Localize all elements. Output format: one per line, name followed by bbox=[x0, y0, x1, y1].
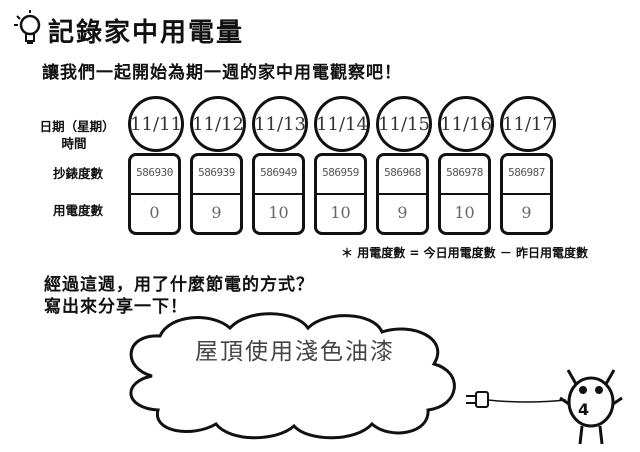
date-circle: 11/12 bbox=[190, 96, 246, 152]
answer-text: 屋頂使用淺色油漆 bbox=[195, 339, 395, 365]
date-row-label: 日期（星期）時間 bbox=[39, 119, 109, 151]
plug-icon bbox=[466, 391, 566, 408]
meter-reading: 586968 bbox=[384, 166, 421, 179]
reading-box: 586978 10 bbox=[438, 153, 491, 235]
meter-reading: 586939 bbox=[198, 166, 235, 179]
reading-box: 586987 9 bbox=[500, 153, 553, 235]
mascot-character bbox=[559, 369, 623, 445]
meter-row-label: 抄錶度數 bbox=[52, 166, 103, 181]
reading-box: 586930 0 bbox=[128, 153, 181, 235]
lightbulb-icon bbox=[14, 10, 41, 44]
usage-value: 0 bbox=[149, 203, 160, 222]
meter-reading: 586978 bbox=[446, 166, 483, 179]
usage-value: 9 bbox=[397, 203, 408, 222]
day-column: 11/11 586930 0 bbox=[128, 96, 184, 266]
day-column: 11/16 586978 10 bbox=[438, 96, 494, 266]
usage-row-label: 用電度數 bbox=[52, 203, 103, 218]
page-title: 記錄家中用電量 bbox=[48, 18, 245, 48]
day-column: 11/13 586949 10 bbox=[252, 96, 308, 266]
cloud-bubble bbox=[129, 312, 456, 440]
meter-reading: 586959 bbox=[322, 166, 359, 179]
date-circle: 11/14 bbox=[314, 96, 370, 152]
question-line-1: 經過這週，用了什麼節電的方式？ bbox=[44, 275, 314, 295]
date-circle: 11/11 bbox=[128, 96, 184, 152]
date-circle: 11/15 bbox=[376, 96, 432, 152]
usage-value: 9 bbox=[211, 203, 222, 222]
reading-box: 586959 10 bbox=[314, 153, 367, 235]
usage-value: 10 bbox=[330, 203, 351, 222]
day-column: 11/14 586959 10 bbox=[314, 96, 370, 266]
meter-reading: 586987 bbox=[508, 166, 545, 179]
date-circle: 11/17 bbox=[500, 96, 556, 152]
meter-reading: 586949 bbox=[260, 166, 297, 179]
usage-value: 10 bbox=[268, 203, 289, 222]
date-circle: 11/13 bbox=[252, 96, 308, 152]
day-column: 11/15 586968 9 bbox=[376, 96, 432, 266]
question-line-2: 寫出來分享一下！ bbox=[44, 297, 188, 317]
reading-box: 586949 10 bbox=[252, 153, 305, 235]
reading-box: 586939 9 bbox=[190, 153, 243, 235]
reading-box: 586968 9 bbox=[376, 153, 429, 235]
usage-value: 10 bbox=[454, 203, 475, 222]
day-column: 11/17 586987 9 bbox=[500, 96, 556, 266]
usage-value: 9 bbox=[521, 203, 532, 222]
date-circle: 11/16 bbox=[438, 96, 494, 152]
meter-reading: 586930 bbox=[136, 166, 173, 179]
mascot-number: 4 bbox=[578, 400, 590, 419]
day-column: 11/12 586939 9 bbox=[190, 96, 246, 266]
intro-text: 讓我們一起開始為期一週的家中用電觀察吧！ bbox=[42, 63, 402, 83]
formula-note: ＊ 用電度數 = 今日用電度數 － 昨日用電度數 bbox=[341, 246, 588, 260]
